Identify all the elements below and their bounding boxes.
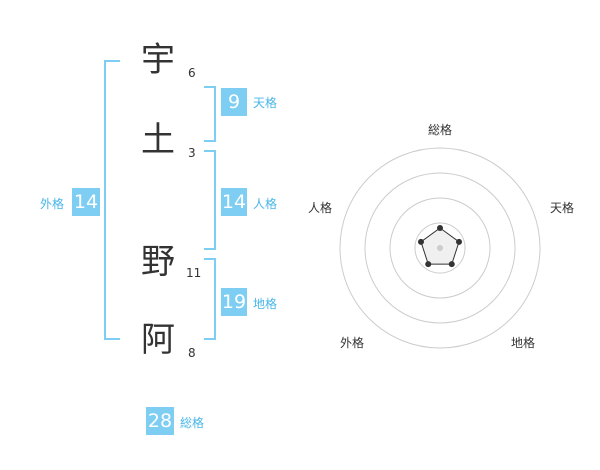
gaikaku-bracket	[104, 60, 120, 340]
radar-point-4	[425, 261, 432, 268]
radar-ring	[414, 222, 466, 274]
jinkaku-bracket	[204, 150, 216, 250]
stroke-count-2: 3	[188, 146, 196, 160]
jinkaku-value-badge: 14	[221, 188, 247, 216]
radar-ring	[339, 147, 541, 349]
tenkaku-label: 天格	[253, 96, 278, 110]
fortune-radar-chart	[339, 147, 541, 349]
radar-point-3	[448, 261, 455, 268]
gaikaku-label: 外格	[40, 197, 65, 211]
name-char-3: 野	[141, 242, 175, 282]
radar-point-2	[456, 238, 463, 245]
soukaku-value-badge: 28	[146, 407, 174, 435]
chikaku-bracket	[204, 258, 216, 340]
radar-label-chikaku: 地格	[511, 336, 536, 350]
soukaku-label: 総格	[180, 416, 205, 430]
name-char-1: 宇	[141, 40, 175, 80]
gaikaku-value-badge: 14	[72, 188, 100, 216]
stroke-count-4: 8	[188, 346, 196, 360]
radar-center-dot	[437, 245, 443, 251]
name-char-4: 阿	[141, 320, 175, 360]
radar-label-soukaku: 総格	[428, 123, 453, 137]
radar-ring	[364, 172, 516, 324]
stroke-count-3: 11	[186, 266, 202, 280]
tenkaku-bracket	[204, 86, 216, 142]
jinkaku-label: 人格	[253, 197, 278, 211]
tenkaku-value-badge: 9	[221, 88, 247, 116]
radar-ring	[389, 197, 491, 299]
stroke-count-1: 6	[188, 66, 196, 80]
radar-point-1	[437, 225, 443, 231]
radar-label-gaikaku: 外格	[340, 336, 365, 350]
radar-point-5	[417, 238, 424, 245]
name-char-2: 土	[141, 120, 175, 160]
radar-label-jinkaku: 人格	[308, 201, 333, 215]
radar-label-tenkaku: 天格	[550, 201, 575, 215]
chikaku-value-badge: 19	[221, 288, 247, 316]
chikaku-label: 地格	[253, 297, 278, 311]
